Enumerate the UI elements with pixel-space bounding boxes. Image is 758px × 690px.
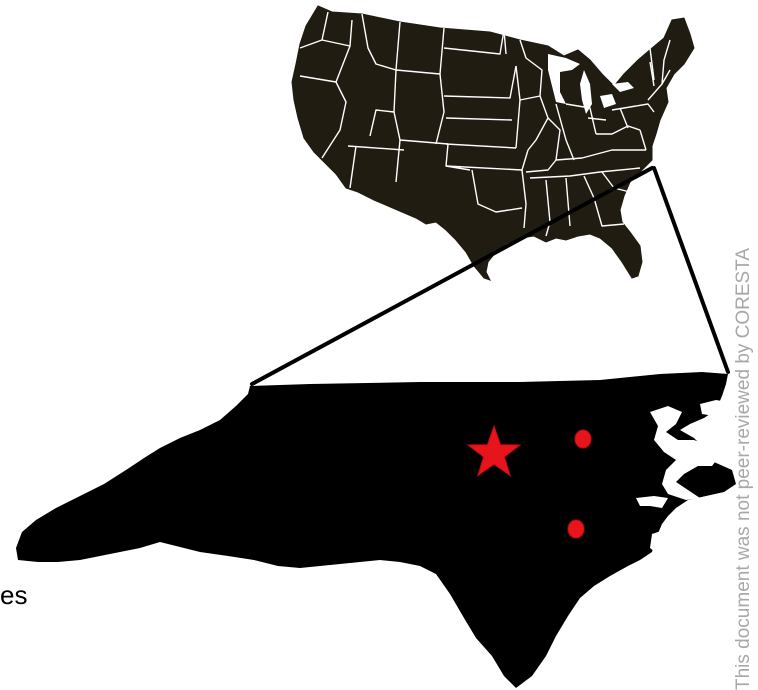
great-lakes [548, 54, 634, 114]
albemarle-sound [700, 400, 728, 416]
circle-marker-icon [567, 519, 585, 539]
connector-right-line [652, 166, 730, 374]
zoom-connector [250, 166, 730, 386]
neuse-river-estuary [636, 496, 668, 508]
north-carolina-map [16, 372, 736, 688]
watermark-text: This document was not peer-reviewed by C… [733, 247, 754, 690]
state-borders [299, 11, 671, 237]
usa-outline [291, 5, 695, 281]
connector-left-line [250, 166, 654, 386]
partial-label-text: es [0, 580, 28, 610]
markers [466, 424, 592, 539]
usa-map [291, 5, 695, 281]
north-carolina-outline [16, 372, 736, 688]
pamlico-sound [650, 406, 718, 500]
star-icon [466, 424, 522, 477]
inlet-cutout [650, 530, 670, 556]
circle-marker-icon [574, 429, 592, 449]
